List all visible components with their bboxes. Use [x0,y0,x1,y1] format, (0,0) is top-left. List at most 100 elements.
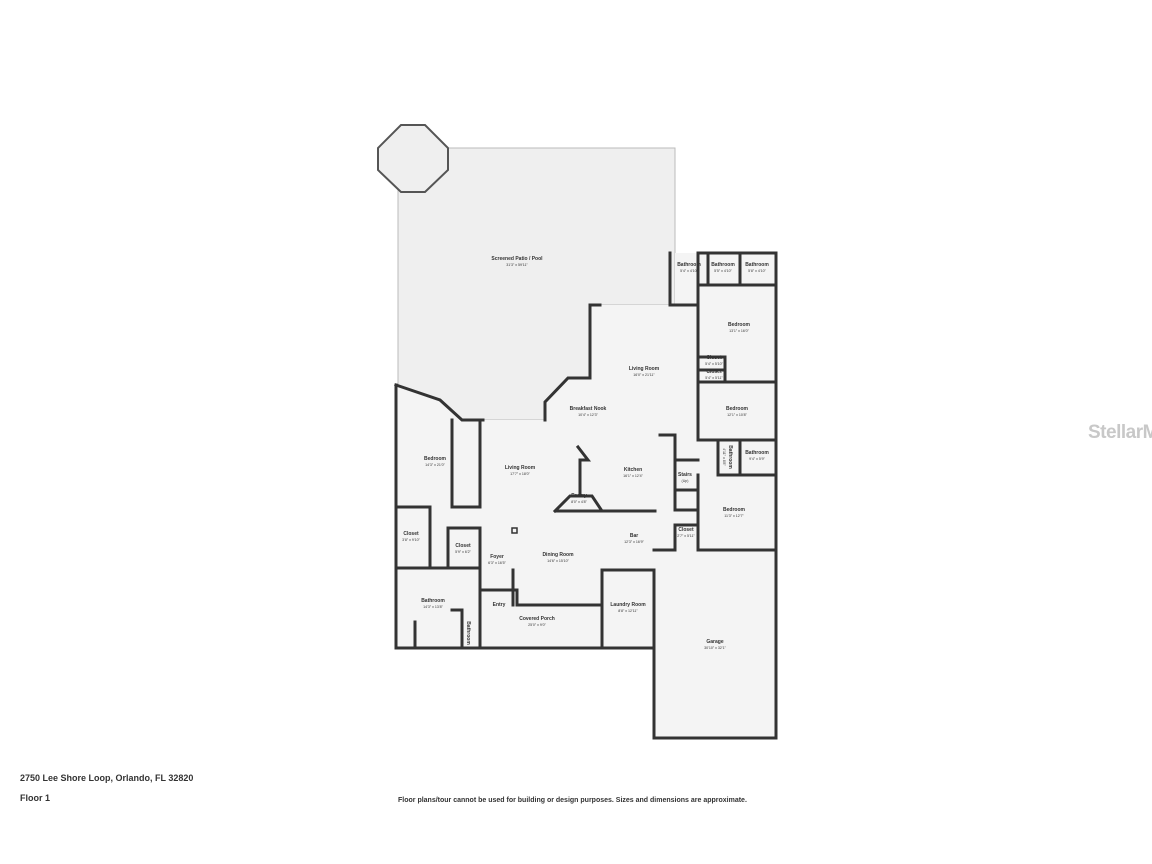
disclaimer: Floor plans/tour cannot be used for buil… [398,797,747,804]
wall [696,473,778,552]
room-dimensions: 31'3" x 59'11" [506,262,528,267]
property-address: 2750 Lee Shore Loop, Orlando, FL 32820 [20,773,194,783]
wall [450,608,464,650]
wall [394,566,482,650]
room-label: Entry [492,602,506,609]
room-name: Bathroom [711,262,735,269]
room-name: Foyer [490,554,504,561]
room-dimensions: 13'1" x 16'0" [729,328,749,333]
room-dimensions: 3'8" x 9'10" [402,537,420,542]
room-name: Bedroom [726,406,748,413]
room-dimensions: 10'4" x 12'3" [578,412,598,417]
room-dimensions: 5'8" x 4'10" [748,268,766,273]
room-name: Kitchen [623,467,643,474]
room-name: Bathroom [677,262,701,269]
room-dimensions: 12'1" x 10'8" [727,412,747,417]
wall [696,283,778,442]
room-dimensions: 16'1" x 12'4" [623,473,643,478]
room-name: Closet [403,531,419,538]
room-name: Stairs [678,472,692,479]
room-dimensions: 5'5" x 4'10" [714,268,732,273]
room-name: Bathroom [464,621,471,645]
wall [652,523,700,552]
room-dimensions: 5'4" x 4'10" [680,268,698,273]
wall [600,548,778,740]
room-dimensions: 14'6" x 15'10" [547,558,569,563]
room-name: Breakfast Nook [569,406,607,413]
room-dimensions: 2'7" x 5'11" [677,533,695,538]
wall [575,444,592,498]
room-name: Bedroom [424,456,446,463]
room-dimensions: 30'10" x 32'1" [704,645,726,650]
room-label: Stairs(Up) [678,472,692,483]
room-dimensions: 16'0" x 21'11" [633,372,655,377]
wall [552,494,657,514]
room-name: Bedroom [723,507,745,514]
room-name: Bathroom [745,262,769,269]
room-dimensions: 5'4" x 5'11" [705,375,723,380]
wall [450,418,482,509]
room-dimensions: 11'3" x 12'7" [724,513,744,518]
room-name: Screened Patio / Pool [491,256,543,263]
wall [696,355,727,384]
wall [478,588,604,607]
room-name: Living Room [628,366,660,373]
room-dimensions: 4'11" x 8'8" [722,448,727,466]
room-name: Bedroom [728,322,750,329]
room-name: Garage [706,639,724,646]
room-name: Dining Room [542,552,574,559]
floor-label: Floor 1 [20,793,51,803]
room-name: Covered Porch [519,616,555,623]
room-name: Pantry [571,493,587,500]
room-name: Bathroom [745,450,769,457]
room-dimensions: 17'7" x 18'0" [510,471,530,476]
room-dimensions: 12'3" x 16'9" [624,539,644,544]
wall [394,383,485,422]
room-name: Laundry Room [610,602,646,609]
room-dimensions: 8'8" x 12'11" [618,608,638,613]
column [511,527,518,534]
room-name: Closet [706,369,722,376]
room-dimensions: 25'0" x 9'0" [528,622,546,627]
room-name: Closet [678,527,694,534]
wall [716,441,778,477]
room-name: Living Room [504,465,536,472]
room-name: Bathroom [726,445,733,469]
room-name: Entry [492,602,506,609]
room-dimensions: 5'4" x 5'10" [705,361,723,366]
room-dimensions: 9'4" x 5'9" [749,456,765,461]
room-dimensions: 6'3" x 16'5" [488,560,506,565]
room-dimensions: 5'9" x 6'2" [455,549,471,554]
room-dimensions: 14'3" x 21'0" [425,462,445,467]
room-name: Closet [455,543,471,550]
room-dimensions: 14'3" x 13'8" [423,604,443,609]
room-name: Bar [629,533,639,540]
